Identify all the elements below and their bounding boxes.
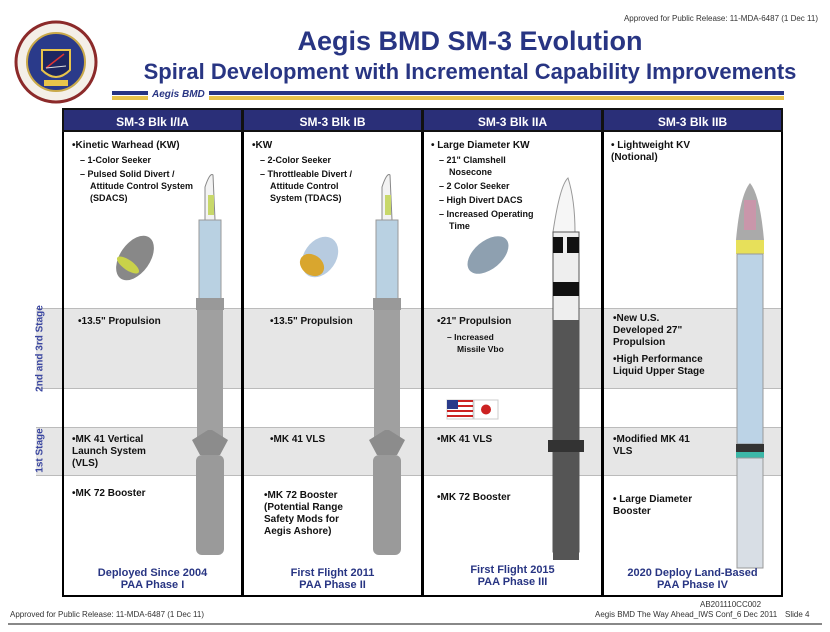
kw-blk-2a: • Large Diameter KW – 21" Clamshell Nose… <box>431 140 534 231</box>
slide-number: Slide 4 <box>785 610 810 619</box>
first-stage-band <box>36 427 782 476</box>
flags <box>446 399 499 420</box>
booster-blk-2a: •MK 72 Booster <box>437 492 511 503</box>
propulsion-sub-blk-2a: – Increased Missile Vbo <box>447 332 504 354</box>
aegis-band <box>112 91 784 103</box>
propulsion-blk-2a: •21" Propulsion <box>437 316 512 327</box>
booster-blk-1a: •MK 72 Booster <box>72 488 146 499</box>
propulsion-blk-1a: •13.5" Propulsion <box>78 316 161 327</box>
missile-blk-2b <box>736 183 764 569</box>
header-blk-1b: SM-3 Blk IB <box>242 108 423 132</box>
propulsion-blk-1b: •13.5" Propulsion <box>270 316 353 327</box>
vls-blk-1b: •MK 41 VLS <box>270 434 326 445</box>
kv-blk-2b: • Lightweight KV (Notional) <box>611 140 691 163</box>
kill-vehicle-blk-1b <box>299 236 339 278</box>
header-blk-2a: SM-3 Blk IIA <box>422 108 603 132</box>
kw-blk-1b: •KW – 2-Color Seeker – Throttleable Dive… <box>252 140 353 203</box>
document-code: AB201110CC002 <box>700 600 762 609</box>
mda-logo <box>14 20 98 104</box>
kill-vehicle-blk-1a <box>116 235 154 281</box>
aegis-bmd-label: Aegis BMD <box>148 89 209 100</box>
release-notice-top: Approved for Public Release: 11-MDA-6487… <box>623 14 818 23</box>
footer-divider <box>8 623 822 625</box>
upper-stage-blk-2b: •High Performance Liquid Upper Stage <box>613 354 705 377</box>
booster-blk-1b: •MK 72 Booster (Potential Range Safety M… <box>264 490 343 537</box>
page-subtitle: Spiral Development with Incremental Capa… <box>143 59 797 84</box>
missile-blk-1a <box>192 174 228 555</box>
column-blk-2b <box>602 108 783 597</box>
missile-blk-2a <box>548 177 584 560</box>
kw-blk-1a: •Kinetic Warhead (KW) – 1-Color Seeker –… <box>72 140 194 203</box>
upper-stage-band <box>36 308 782 389</box>
missile-blk-1b <box>369 174 405 555</box>
header-blk-1a: SM-3 Blk I/IA <box>62 108 243 132</box>
vls-blk-2b: •Modified MK 41 VLS <box>613 434 690 457</box>
vls-blk-2a: •MK 41 VLS <box>437 434 493 445</box>
propulsion-blk-2b: •New U.S. Developed 27" Propulsion <box>613 313 683 348</box>
vls-blk-1a: •MK 41 Vertical Launch System (VLS) <box>72 434 146 469</box>
booster-blk-2b: • Large Diameter Booster <box>613 494 693 517</box>
footer-presentation-title: Aegis BMD The Way Ahead_IWS Conf_6 Dec 2… <box>595 610 778 619</box>
header-blk-2b: SM-3 Blk IIB <box>602 108 783 132</box>
page-title: Aegis BMD SM-3 Evolution <box>297 26 643 56</box>
footer-release-notice: Approved for Public Release: 11-MDA-6487… <box>10 610 205 619</box>
kill-vehicle-blk-2a <box>467 236 509 274</box>
